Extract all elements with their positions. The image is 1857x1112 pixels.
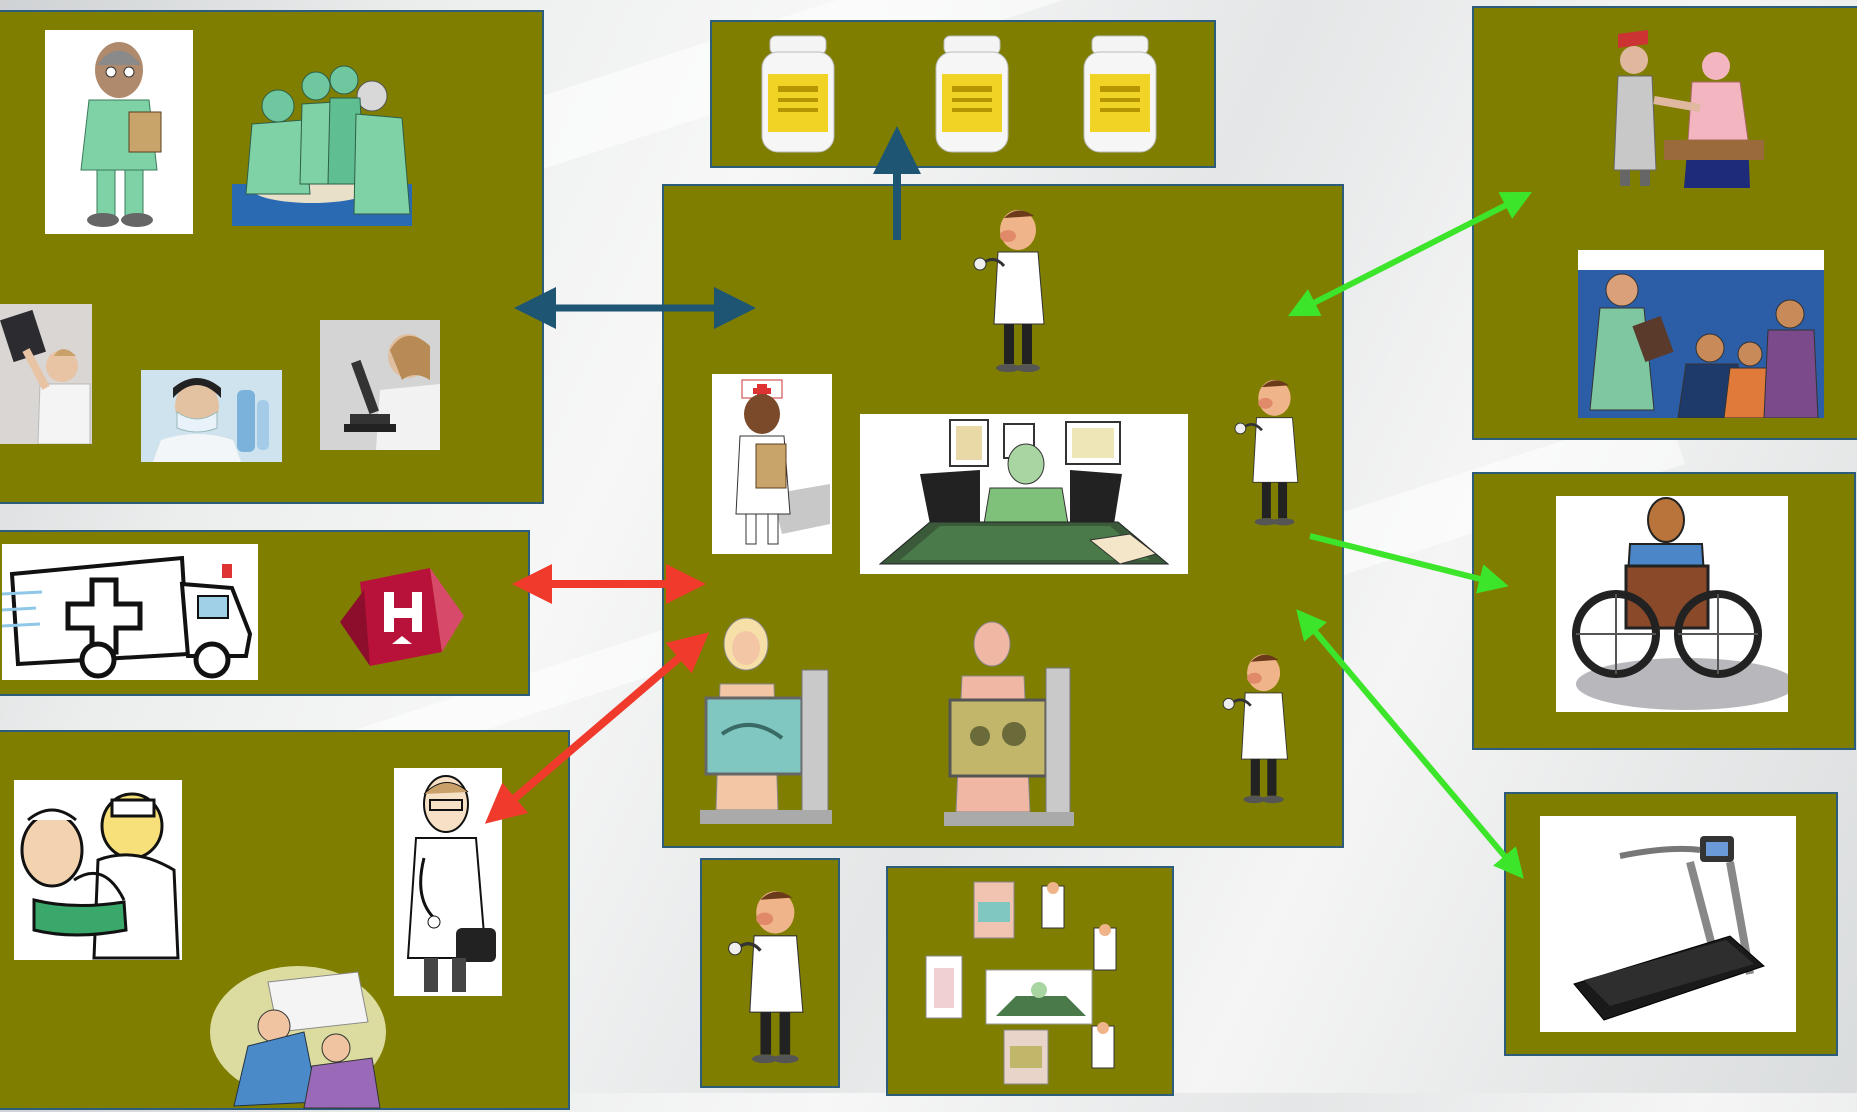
xray-patient-female-icon [700, 614, 850, 832]
doctor-stethoscope-icon [1226, 366, 1314, 534]
microscope-icon [320, 320, 440, 450]
nursing-panel [1472, 6, 1857, 440]
medicine-bottle-icon [1082, 35, 1158, 154]
nurse-blood-pressure-icon [14, 780, 182, 960]
treadmill-panel [1504, 792, 1838, 1056]
hospital-sign-icon [330, 562, 470, 672]
wheelchair-panel [1472, 472, 1856, 750]
xray-viewing-icon [0, 304, 92, 444]
ambulance-icon [2, 544, 258, 680]
mini-care-panel [886, 866, 1174, 1096]
nurse-clipboard-icon [712, 374, 832, 554]
medicine-bottle-icon [934, 35, 1010, 154]
wheelchair-icon [1556, 496, 1788, 712]
family-doctor-icon [394, 768, 502, 996]
treadmill-icon [1540, 816, 1796, 1032]
surgeons-operating-icon [232, 64, 412, 226]
single-doctor-panel [700, 858, 840, 1088]
nurse-blood-pressure-icon [1604, 20, 1764, 190]
primary-care-panel [0, 730, 570, 1110]
medications-panel [710, 20, 1216, 168]
central-care-panel [662, 184, 1344, 848]
emergency-panel [0, 530, 530, 696]
home-visit-icon [208, 962, 388, 1112]
medicine-bottle-icon [760, 35, 836, 154]
hospital-director-icon [860, 414, 1188, 574]
doctor-stethoscope-icon [1214, 642, 1304, 810]
nurse-family-consult-icon [1578, 250, 1824, 418]
lab-technician-icon [141, 370, 282, 462]
doctor-clipboard-icon [45, 30, 193, 234]
doctor-stethoscope-icon [964, 204, 1062, 372]
central-care-thumbnail-icon [925, 876, 1138, 1086]
doctor-stethoscope-icon [718, 874, 822, 1074]
surgical-lab-panel [0, 10, 544, 504]
xray-patient-male-icon [940, 616, 1084, 832]
